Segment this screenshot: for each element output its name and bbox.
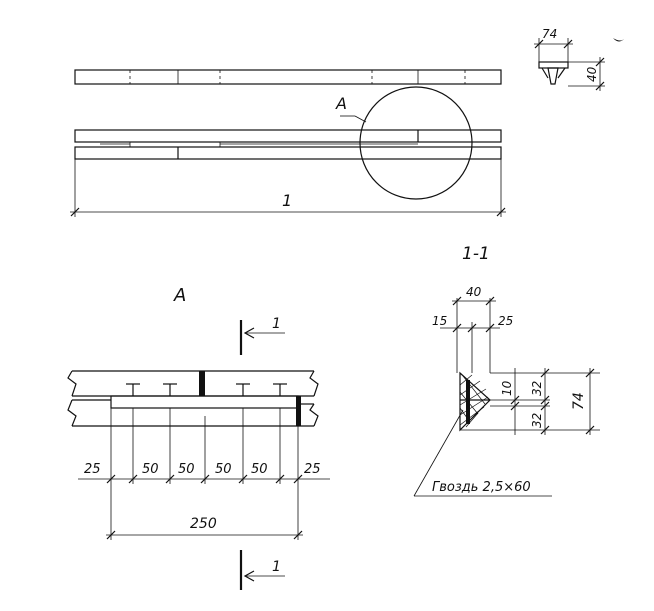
- section-lower-label: 32: [530, 413, 544, 428]
- nail-shanks-lower: [132, 408, 281, 416]
- cut-mark-top-label: 1: [272, 316, 281, 332]
- small-section-height: 40: [585, 66, 599, 82]
- cut-mark-top: 1: [239, 316, 285, 355]
- cut-mark-bottom: 1: [239, 550, 285, 590]
- small-section-view: 74 40: [534, 27, 625, 91]
- spacing-label: 50: [178, 462, 195, 477]
- callout-label: А: [335, 94, 347, 113]
- spacing-label: 50: [142, 462, 159, 477]
- section-left-label: 15: [432, 314, 447, 328]
- nail-note: Гвоздь 2,5×60: [432, 480, 531, 495]
- overall-length-dimension: 1: [70, 159, 506, 217]
- top-board-elevation: [74, 69, 502, 85]
- spacing-label: 25: [84, 462, 101, 477]
- detail-a-dimensions: 25 50 50 50 50 25 250: [78, 408, 330, 540]
- detail-total-label: 250: [190, 516, 217, 532]
- nail-heads-upper: [126, 383, 287, 396]
- cut-mark-bottom-label: 1: [272, 559, 281, 575]
- section-width-label: 40: [466, 285, 482, 299]
- detail-a-assembly: [67, 370, 319, 427]
- section-1-1: 40 15 25: [413, 285, 600, 497]
- spacing-label: 25: [304, 462, 321, 477]
- detail-callout: А: [335, 86, 473, 200]
- detail-a-ticks: [106, 474, 303, 484]
- section-middle-label: 10: [500, 380, 514, 396]
- ink-mark: [613, 38, 625, 42]
- section-right-label: 25: [498, 314, 513, 328]
- overall-length-label: 1: [282, 191, 292, 210]
- spacing-label: 50: [251, 462, 268, 477]
- small-section-width: 74: [542, 27, 557, 41]
- spacing-label: 50: [215, 462, 232, 477]
- section-hatching: [459, 374, 489, 428]
- section-title: 1-1: [462, 244, 490, 264]
- double-board-elevation: [74, 129, 502, 160]
- section-height-label: 74: [571, 392, 587, 410]
- detail-title: А: [173, 285, 186, 306]
- section-upper-label: 32: [530, 381, 544, 396]
